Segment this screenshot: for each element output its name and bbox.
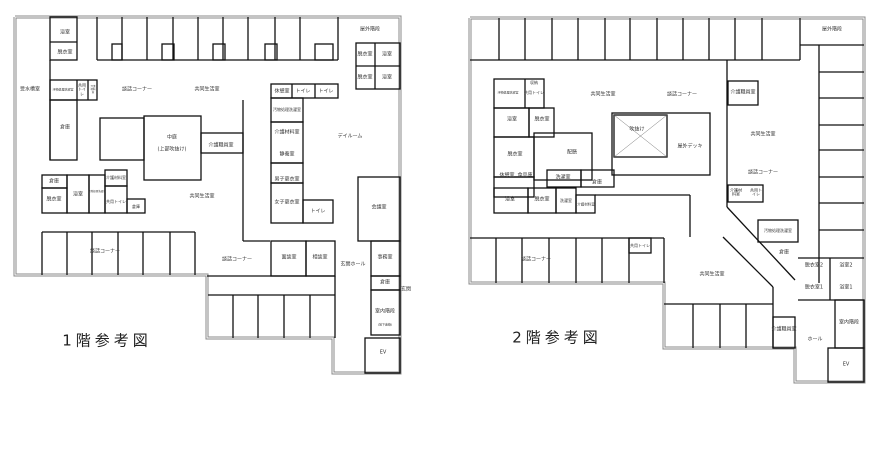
floor2-plan — [468, 16, 866, 384]
room-label: 事務室 — [377, 254, 393, 261]
room-label: 室内階段 — [374, 308, 396, 315]
room-label: 介護材料室 — [90, 84, 96, 94]
room-label: 倉庫 — [778, 249, 790, 256]
room-label: 介護材料室 — [274, 129, 300, 136]
room-label: 浴室2 — [839, 262, 853, 269]
room-label: 脱衣室 — [534, 116, 550, 123]
room-label: 汚物処理洗濯室 — [52, 87, 74, 92]
room-label: 倉庫 — [59, 124, 71, 131]
room-label: 静養室 — [279, 151, 295, 158]
room-label: 共同生活室 — [750, 131, 776, 138]
room-label: 吹抜け — [629, 126, 645, 133]
room-label: 談話コーナー — [121, 86, 153, 93]
room-label: 談話コーナー — [520, 256, 552, 263]
room-label: 脱衣室1 — [804, 284, 824, 291]
room-label: 共同生活室 — [590, 91, 616, 98]
room-label: 相談室 — [312, 254, 328, 261]
room-label: 共用トイレ — [524, 90, 544, 95]
room-label: 浴室 — [72, 191, 84, 198]
floor2-title: 2階参考図 — [512, 328, 602, 347]
room-label: 談話コーナー — [666, 91, 698, 98]
room-label: 倉庫 — [379, 279, 391, 286]
room-label: 女子更衣室 — [274, 199, 300, 206]
room-label: 浴室1 — [839, 284, 853, 291]
room-label: 休憩室 — [274, 88, 290, 95]
room-label: 浴室 — [381, 74, 393, 81]
room-label: 汚物処理洗濯室 — [273, 107, 301, 112]
room-label: 談話コーナー — [89, 248, 121, 255]
room-label: 共用トイレ — [750, 187, 762, 197]
room-label: 配膳 — [566, 149, 578, 156]
room-label: 玄関 — [400, 286, 412, 293]
room-label: 洗濯室 — [560, 198, 572, 203]
room-label: 倉庫 — [48, 178, 60, 185]
room-label: 屋外階段 — [359, 26, 381, 33]
room-label: 休憩室 — [499, 172, 515, 179]
room-label: 介護職員室 — [730, 89, 756, 96]
room-label: 共用トイレ — [630, 243, 650, 248]
room-label: 面談室 — [281, 254, 297, 261]
room-label: 脱衣室 — [57, 49, 73, 56]
room-label: 屋外階段 — [821, 26, 843, 33]
room-label: デイルーム — [337, 133, 363, 140]
room-label: 浴室 — [59, 29, 71, 36]
room-label: 介護職員室 — [771, 326, 797, 333]
room-label: 食品庫 — [517, 172, 533, 179]
room-label: 屋外デッキ — [677, 143, 703, 150]
room-label: 脱衣室 — [357, 74, 373, 81]
room-label: EV — [842, 361, 850, 368]
room-label: 脱衣室 — [46, 196, 62, 203]
room-label: 共同生活室 — [189, 193, 215, 200]
room-label: 共用トイレ — [106, 199, 126, 204]
room-label: 中庭 — [166, 134, 178, 141]
room-label: 脱衣室 — [357, 51, 373, 58]
room-label: トイレ — [318, 88, 334, 95]
room-label: 汚物処理洗濯室 — [497, 90, 519, 95]
floor1-plan — [13, 15, 402, 375]
room-label: 共用トイレ — [78, 82, 86, 97]
room-label: (地下連絡) — [377, 322, 393, 327]
room-label: 介護材料室 — [730, 187, 742, 197]
room-label: 男子更衣室 — [274, 176, 300, 183]
room-label: 介護材料室 — [577, 202, 595, 207]
room-label: 汚物処理洗濯室 — [764, 228, 792, 233]
room-label: 受水槽室 — [19, 86, 41, 93]
room-label: 洗濯室 — [555, 174, 571, 181]
room-label: 介護材料室 — [106, 175, 126, 180]
room-label: 脱衣室2 — [804, 262, 824, 269]
room-label: 倉庫 — [591, 179, 603, 186]
room-label: 浴室 — [504, 196, 516, 203]
room-label: トイレ — [310, 208, 326, 215]
room-label: 収納 — [530, 80, 538, 85]
room-label: 介護職員室 — [208, 142, 234, 149]
room-label: トイレ — [295, 88, 311, 95]
room-label: 汚物処理洗濯室 — [88, 189, 106, 193]
room-label: 共同生活室 — [699, 271, 725, 278]
room-label: (上部吹抜け) — [157, 146, 187, 153]
room-label: 談話コーナー — [747, 169, 779, 176]
room-label: 脱衣室 — [534, 196, 550, 203]
room-label: 浴室 — [381, 51, 393, 58]
room-label: 玄関ホール — [340, 261, 366, 268]
room-label: 倉庫 — [132, 204, 140, 209]
room-label: 室内階段 — [838, 319, 860, 326]
floor1-title: 1階参考図 — [62, 331, 152, 350]
room-label: 共同生活室 — [194, 86, 220, 93]
room-label: EV — [379, 349, 387, 356]
room-label: 脱衣室 — [507, 151, 523, 158]
room-label: 会議室 — [371, 204, 387, 211]
room-label: 談話コーナー — [221, 256, 253, 263]
room-label: ホール — [807, 336, 823, 343]
room-label: 浴室 — [506, 116, 518, 123]
